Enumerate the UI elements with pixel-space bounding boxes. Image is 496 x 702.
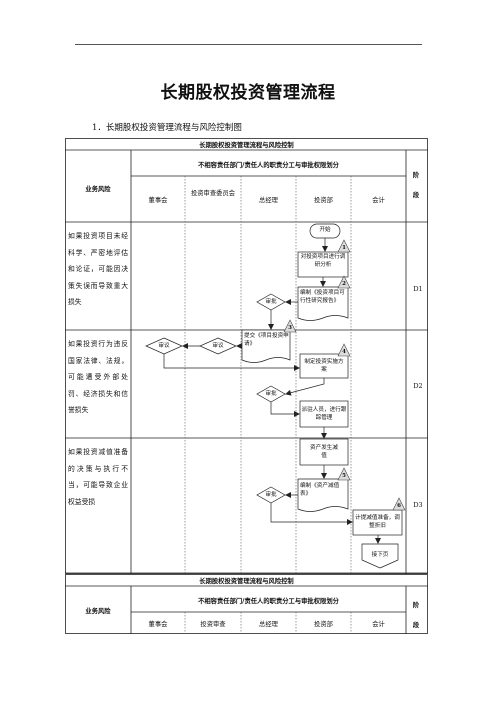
step2-label: 编制《投资项目可行性研究报告》 xyxy=(300,290,345,304)
marker-triangle-1 xyxy=(337,239,351,253)
table-title: 长期股权投资管理流程与风险控制 xyxy=(199,142,294,149)
risk-text-d2: 如果投资行为违反国家法律、法规，可能遭受外部处罚、经济损失和信誉损失 xyxy=(68,340,128,414)
repeat-risk-column-header: 业务风险 xyxy=(85,608,111,615)
step5-document xyxy=(297,478,349,512)
phase-header: 阶段 xyxy=(412,172,420,199)
repeat-table-title: 长期股权投资管理流程与风险控制 xyxy=(199,578,294,585)
arrow-approve3-step6 xyxy=(270,503,353,525)
marker-triangle-3 xyxy=(283,319,297,333)
repeat-column-investment-committee: 投资审查 xyxy=(200,621,226,628)
arrow-step4-approve2 xyxy=(285,378,325,396)
impairment-event-label: 资产发生减值 xyxy=(310,445,338,459)
approve-label-1: 审批 xyxy=(265,299,277,305)
repeat-division-header: 不相容责任部门/责任人的职责分工与审批权限划分 xyxy=(198,598,339,605)
repeat-column-accounting: 会计 xyxy=(372,621,385,628)
step6-box xyxy=(352,509,403,536)
start-label: 开始 xyxy=(319,227,331,233)
tracking-box xyxy=(299,400,349,428)
marker-number-6: 6 xyxy=(397,503,401,509)
marker-number-5: 5 xyxy=(342,473,346,479)
header-rule xyxy=(75,44,422,45)
risk-text-d1: 如果投资项目未经科学、严密地评估和论证，可能因决策失误而导致重大损失 xyxy=(68,232,128,306)
phase-d3: D3 xyxy=(413,501,423,509)
column-general-manager: 总经理 xyxy=(259,197,278,204)
phase-d2: D2 xyxy=(413,382,423,390)
step2-document xyxy=(297,286,349,321)
arrow-approve2-tracking xyxy=(270,402,300,417)
impairment-event-box xyxy=(299,438,349,466)
table-grid xyxy=(65,138,428,574)
step4-label: 制定投资实施方案 xyxy=(304,359,344,373)
step6-label: 计提减值准备，调整折旧 xyxy=(355,515,400,529)
section-heading: 1．长期股权投资管理流程与风险控制图 xyxy=(92,123,242,133)
marker-number-4: 4 xyxy=(342,349,346,355)
tracking-label: 派驻人员，进行跟踪管理 xyxy=(301,407,347,421)
step5-label: 编制《资产减值表》 xyxy=(300,483,340,497)
step1-box xyxy=(297,251,349,278)
approve-label-3: 审批 xyxy=(265,492,277,498)
column-investment-dept: 投资部 xyxy=(314,197,333,204)
step1-label: 对投资项目进行调研分析 xyxy=(300,254,346,268)
risk-column-header: 业务风险 xyxy=(85,186,111,193)
step3-label: 提交《项目投资申请》 xyxy=(244,333,289,347)
arrow-review-board-step4 xyxy=(163,354,300,371)
review-label-board: 审议 xyxy=(158,343,170,349)
review-label-committee: 审议 xyxy=(212,343,224,349)
review-diamond-committee xyxy=(199,337,237,355)
marker-number-1: 1 xyxy=(342,245,346,251)
division-header: 不相容责任部门/责任人的职责分工与审批权限划分 xyxy=(198,162,339,169)
approve-label-2: 审批 xyxy=(265,391,277,397)
marker-number-2: 2 xyxy=(342,281,346,287)
repeat-phase-header: 阶段 xyxy=(412,602,420,629)
phase-d1: D1 xyxy=(413,285,423,293)
next-page-label: 接下页 xyxy=(371,552,389,558)
repeat-column-investment-dept: 投资部 xyxy=(314,621,333,628)
repeat-header-grid xyxy=(65,574,428,634)
document-title: 长期股权投资管理流程 xyxy=(160,83,336,103)
marker-number-3: 3 xyxy=(288,325,292,331)
column-board: 董事会 xyxy=(148,197,168,204)
marker-triangle-2 xyxy=(337,275,351,289)
repeat-column-general-manager: 总经理 xyxy=(259,621,278,628)
column-investment-committee: 投资审查委员会 xyxy=(190,190,236,197)
step4-box xyxy=(299,353,349,379)
column-accounting: 会计 xyxy=(372,197,385,204)
step3-document xyxy=(241,329,291,363)
marker-triangle-5 xyxy=(337,467,351,481)
marker-triangle-4 xyxy=(337,343,351,357)
risk-text-d3: 如果投资减值准备的决策与执行不当，可能导致企业权益受损 xyxy=(68,448,128,506)
flow-table: 长期股权投资管理流程与风险控制 业务风险 不相容责任部门/责任人的职责分工与审批… xyxy=(65,138,428,574)
repeat-column-board: 董事会 xyxy=(148,621,168,628)
next-page-connector xyxy=(361,543,399,569)
repeat-header-table: 长期股权投资管理流程与风险控制 业务风险 不相容责任部门/责任人的职责分工与审批… xyxy=(65,574,428,634)
marker-triangle-6 xyxy=(392,497,406,511)
